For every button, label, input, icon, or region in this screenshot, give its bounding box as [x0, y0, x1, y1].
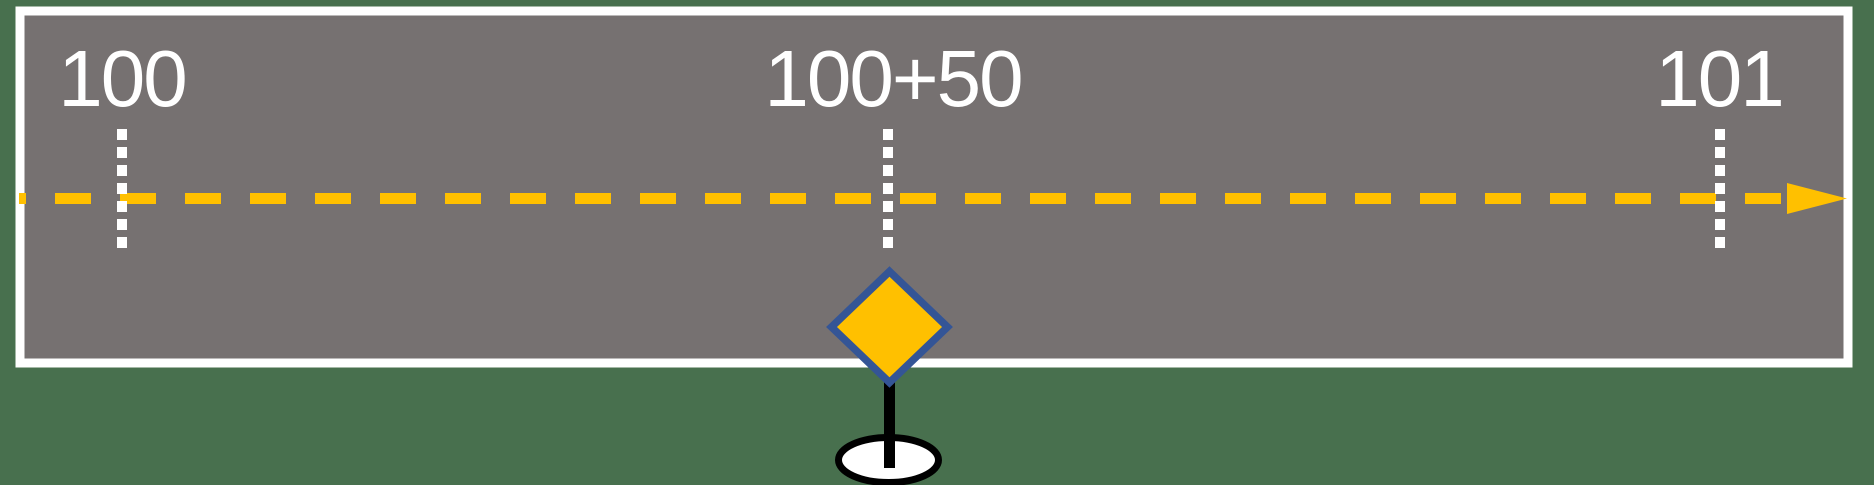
station-marker: [826, 266, 953, 485]
station-label-101: 101: [1655, 34, 1782, 123]
roadway-panel: [15, 6, 1853, 368]
arrowhead-icon: [1787, 183, 1847, 214]
marker-post: [884, 345, 895, 468]
station-label-100: 100: [58, 34, 185, 123]
station-label-100-50: 100+50: [764, 34, 1021, 123]
marker-diamond-icon: [826, 266, 953, 388]
